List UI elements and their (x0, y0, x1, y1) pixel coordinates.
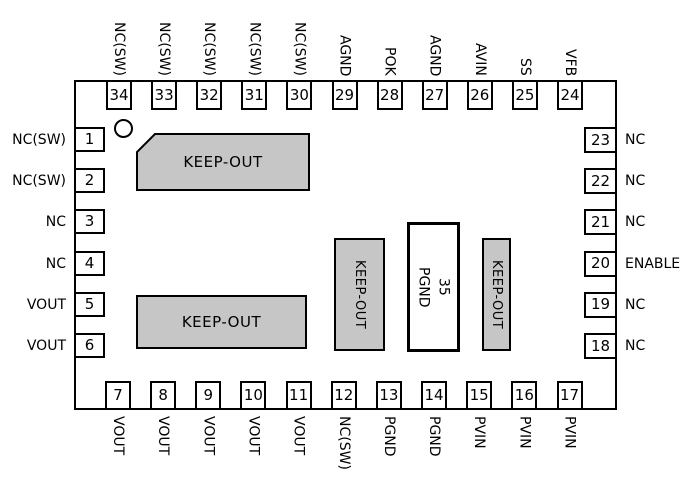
pin-box-23: 23 (584, 127, 617, 153)
pin-box-7: 7 (105, 381, 131, 410)
pin-box-26: 26 (466, 80, 493, 110)
pin-label-29: AGND (336, 34, 353, 76)
pin-box-15: 15 (466, 381, 493, 410)
pin-box-9: 9 (195, 381, 222, 410)
pin-box-12: 12 (330, 381, 357, 410)
pin-box-25: 25 (511, 80, 538, 110)
pin-label-12: NC(SW) (335, 416, 352, 470)
pin-box-28: 28 (376, 80, 403, 110)
pin-box-16: 16 (511, 381, 538, 410)
pin-label-26: AVIN (471, 43, 488, 76)
pin-label-18: NC (625, 338, 646, 354)
pin-box-6: 6 (74, 333, 105, 358)
pin-box-4: 4 (74, 250, 105, 276)
pin-label-28: POK (381, 47, 398, 76)
pin-box-31: 31 (241, 80, 268, 110)
pin-label-9: VOUT (200, 416, 217, 456)
keepout-label: KEEP-OUT (181, 313, 262, 331)
pin-label-1: NC(SW) (12, 132, 66, 148)
pin-label-21: NC (625, 214, 646, 231)
pin-box-2: 2 (74, 168, 105, 194)
pin-box-13: 13 (375, 381, 402, 410)
pin-label-23: NC (625, 132, 646, 148)
pin-box-18: 18 (584, 333, 617, 359)
pin-box-24: 24 (557, 80, 583, 110)
pin-box-10: 10 (240, 381, 267, 410)
pin-label-33: NC(SW) (156, 22, 173, 76)
pin-box-11: 11 (285, 381, 312, 410)
pin-box-21: 21 (584, 209, 617, 236)
center-pad-pgnd: 35 PGND (407, 222, 460, 352)
pin-label-13: PGND (380, 416, 397, 457)
pin-label-14: PGND (426, 416, 443, 457)
pin1-indicator-circle (114, 119, 133, 138)
pin-box-22: 22 (584, 168, 617, 195)
pin-box-17: 17 (556, 381, 583, 410)
pin-box-27: 27 (421, 80, 448, 110)
keepout-region-top-left: KEEP-OUT (136, 133, 310, 191)
pin-label-5: VOUT (26, 296, 66, 313)
pin-box-3: 3 (74, 209, 105, 235)
pin-box-19: 19 (584, 291, 617, 318)
pin-label-7: VOUT (110, 416, 126, 456)
keepout-region-center-right: KEEP-OUT (482, 238, 511, 351)
pin-label-31: NC(SW) (246, 22, 263, 76)
pin-label-34: NC(SW) (111, 22, 127, 76)
pin-label-27: AGND (426, 34, 443, 76)
pin-label-10: VOUT (245, 416, 262, 456)
pin-label-2: NC(SW) (12, 173, 66, 190)
pin-box-33: 33 (151, 80, 178, 110)
center-pad-number: 35 (435, 278, 452, 296)
pin-label-25: SS (516, 58, 533, 76)
pin-box-8: 8 (150, 381, 177, 410)
pin-box-20: 20 (584, 250, 617, 277)
keepout-label: KEEP-OUT (489, 259, 504, 330)
pin-box-14: 14 (421, 381, 448, 410)
pin-label-17: PVIN (561, 416, 578, 449)
pin-label-4: NC (45, 255, 66, 272)
pin-box-32: 32 (196, 80, 223, 110)
pin-label-22: NC (625, 173, 646, 190)
center-pad-name: PGND (415, 266, 432, 308)
pin-label-3: NC (45, 214, 66, 231)
pin-label-11: VOUT (290, 416, 307, 456)
keepout-region-center-left: KEEP-OUT (334, 238, 385, 351)
pin-box-34: 34 (106, 80, 132, 110)
pin-label-20: ENABLE (625, 255, 681, 272)
pin-label-8: VOUT (155, 416, 172, 456)
pin-box-29: 29 (331, 80, 358, 110)
pin-label-24: VFB (562, 48, 578, 76)
pin-label-19: NC (625, 296, 646, 313)
pin-box-1: 1 (74, 127, 105, 152)
keepout-label: KEEP-OUT (183, 153, 263, 171)
pin-label-16: PVIN (516, 416, 533, 449)
keepout-label: KEEP-OUT (352, 259, 367, 330)
pin-label-6: VOUT (26, 338, 66, 354)
pin-label-30: NC(SW) (291, 22, 308, 76)
pin-box-30: 30 (286, 80, 313, 110)
pin-label-15: PVIN (471, 416, 488, 449)
pin-box-5: 5 (74, 291, 105, 317)
keepout-chamfer-shape (136, 133, 310, 191)
pin-label-32: NC(SW) (201, 22, 218, 76)
keepout-region-bottom-left: KEEP-OUT (136, 295, 307, 349)
